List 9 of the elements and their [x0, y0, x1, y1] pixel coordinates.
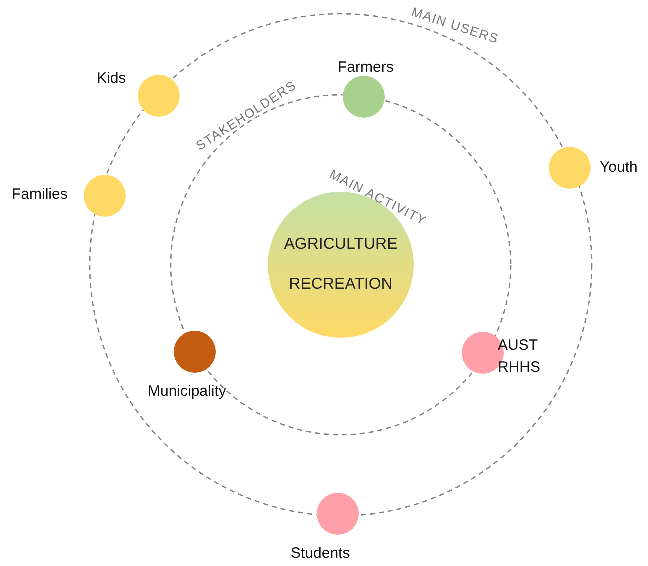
group-label: Families — [12, 185, 69, 205]
group-label: Youth — [600, 158, 639, 178]
group-label: AUST RHHS — [498, 336, 538, 378]
activity-label: RECREATION — [288, 276, 394, 294]
group-label: Kids — [97, 69, 128, 89]
activity-label: AGRICULTURE — [283, 236, 399, 254]
group-label: Farmers — [338, 58, 395, 78]
group-label: Students — [291, 544, 352, 564]
group-label: Municipality — [148, 382, 228, 402]
